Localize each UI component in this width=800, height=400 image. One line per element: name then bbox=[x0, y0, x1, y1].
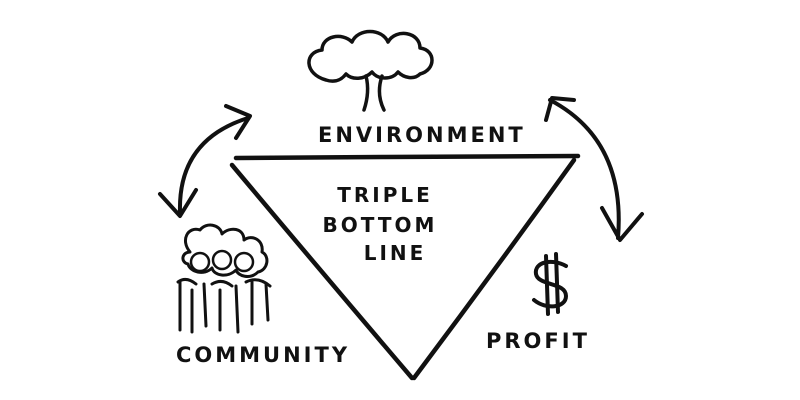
label-community: COMMUNITY bbox=[176, 343, 350, 367]
crowd-icon bbox=[176, 223, 272, 334]
label-profit: PROFIT bbox=[486, 329, 590, 353]
right-curved-arrow bbox=[544, 96, 644, 242]
center-line-2: BOTTOM bbox=[323, 213, 438, 237]
center-text: TRIPLE BOTTOM LINE bbox=[323, 183, 438, 265]
label-environment: ENVIRONMENT bbox=[318, 123, 526, 147]
center-line-1: TRIPLE bbox=[337, 183, 433, 207]
tree-icon bbox=[307, 29, 434, 112]
left-curved-arrow bbox=[158, 104, 252, 218]
dollar-sign-icon bbox=[532, 252, 568, 316]
center-line-3: LINE bbox=[364, 241, 427, 265]
inverted-triangle bbox=[229, 153, 581, 381]
